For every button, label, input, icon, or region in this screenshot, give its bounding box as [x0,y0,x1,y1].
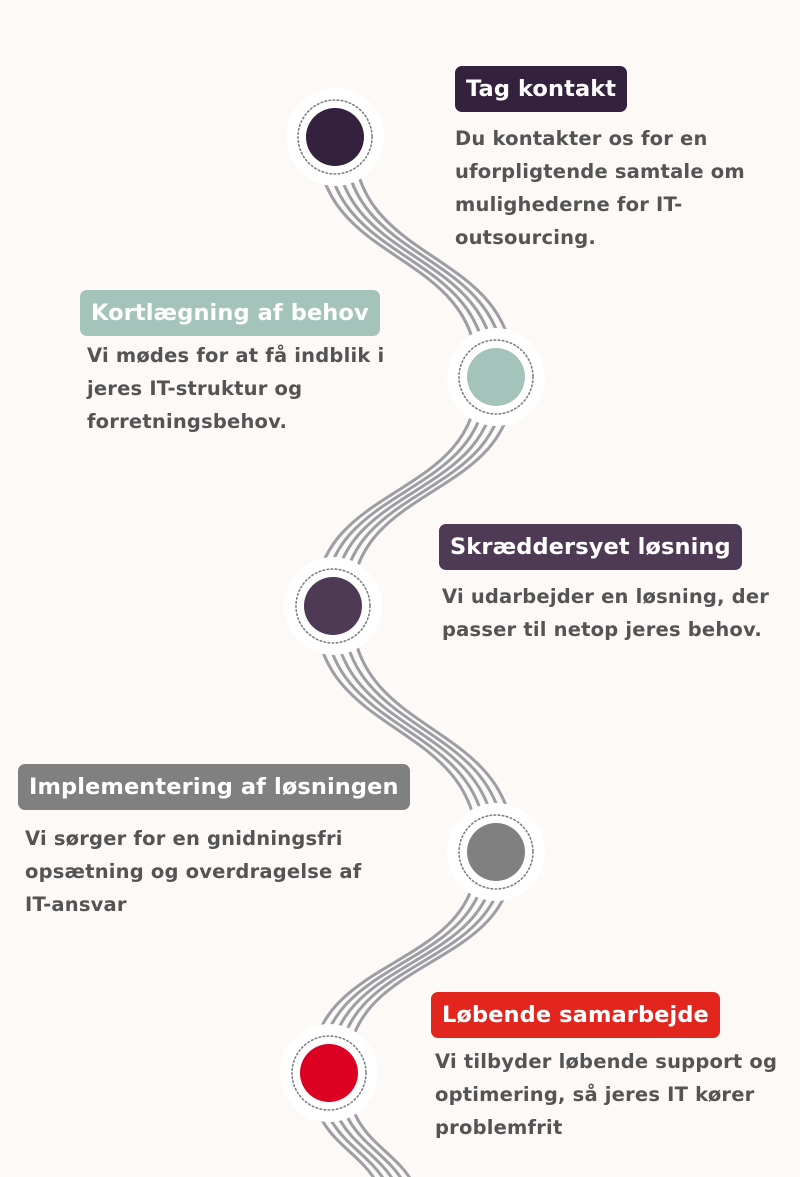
description-line: Vi sørger for en gnidningsfri [25,827,343,850]
node-dot [300,1044,358,1102]
description-line: optimering, så jeres IT kører [435,1083,755,1106]
step-node-2 [447,328,545,426]
step-node-3 [284,557,382,655]
description-line: problemfrit [435,1116,563,1139]
step-node-4 [447,803,545,901]
step-node-5 [280,1024,378,1122]
description-line: outsourcing. [455,226,596,249]
description-line: passer til netop jeres behov. [442,618,762,641]
description-line: IT-ansvar [25,893,127,916]
step-title-ongoing-cooperation: Løbende samarbejde [431,992,720,1038]
node-dot [467,823,525,881]
node-dot [304,577,362,635]
node-dotted-ring [297,99,373,175]
description-line: Vi tilbyder løbende support og [435,1050,778,1073]
description-line: jeres IT-struktur og [87,377,303,400]
description-line: opsætning og overdragelse af [25,860,362,883]
description-line: Vi mødes for at få indblik i [87,344,385,367]
node-dot [306,108,364,166]
step-node-1 [286,88,384,186]
node-dotted-ring [291,1035,367,1111]
step-description-ongoing-cooperation: Vi tilbyder løbende support og optimerin… [435,1045,777,1144]
step-description-mapping: Vi mødes for at få indblik i jeres IT-st… [87,339,384,438]
node-dotted-ring [458,339,534,415]
step-nodes [280,88,545,1122]
step-description-tailored-solution: Vi udarbejder en løsning, der passer til… [442,580,769,646]
node-dotted-ring [458,814,534,890]
node-dot [467,348,525,406]
step-description-implementation: Vi sørger for en gnidningsfri opsætning … [25,822,361,921]
description-line: forretningsbehov. [87,410,288,433]
description-line: Du kontakter os for en [455,127,708,150]
description-line: mulighederne for IT- [455,193,683,216]
step-title-implementation: Implementering af løsningen [18,764,410,810]
description-line: uforpligtende samtale om [455,160,745,183]
step-description-contact: Du kontakter os for en uforpligtende sam… [455,122,745,254]
step-title-contact: Tag kontakt [455,66,628,112]
node-dotted-ring [295,568,371,644]
step-title-mapping: Kortlægning af behov [80,290,380,336]
step-title-tailored-solution: Skræddersyet løsning [439,524,742,570]
description-line: Vi udarbejder en løsning, der [442,585,770,608]
